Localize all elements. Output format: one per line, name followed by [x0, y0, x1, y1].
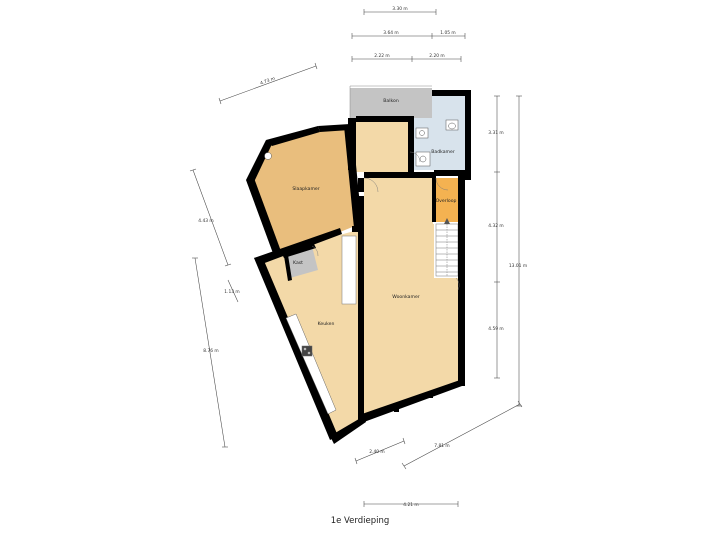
dim-left-upper: 4.43 m: [189, 168, 232, 267]
kitchen-cabinet: [341, 235, 357, 305]
bedroom-sink-icon: [264, 152, 272, 160]
dim-top-total-text: 3.30 m: [392, 6, 407, 12]
dim-left-small-text: 1.13 m: [224, 289, 239, 295]
kitchen-counter: [285, 313, 337, 415]
bathroom-fixture: [415, 151, 431, 167]
dim-bottom-diag-text: 7.81 m: [434, 443, 449, 449]
label-badkamer: Badkamer: [431, 149, 455, 155]
dim-top-low-a-text: 2.22 m: [374, 53, 389, 59]
dim-right-upper-text: 3.31 m: [488, 130, 503, 136]
dim-left-upper-text: 4.43 m: [198, 218, 213, 224]
dim-top-low: 2.22 m 2.20 m: [351, 53, 462, 62]
dim-diag-top: 4.73 m: [218, 62, 318, 105]
woonkamer-floor: [364, 178, 458, 418]
dim-right-lower-text: 4.59 m: [488, 326, 503, 332]
dim-bottom-small-text: 2.40 m: [369, 449, 384, 455]
dim-bottom-small: 2.40 m: [354, 437, 406, 465]
dim-bottom-diag: 7.81 m: [401, 400, 523, 470]
toilet-icon: [445, 119, 459, 131]
label-kast: Kast: [293, 260, 303, 266]
stair-arrow-icon: [444, 218, 450, 224]
dim-top-total: 3.30 m: [363, 6, 437, 15]
balkon-railing: [349, 85, 432, 118]
label-overloop: Overloop: [436, 198, 457, 204]
dim-right-chain: 3.31 m 4.32 m 4.59 m: [488, 95, 504, 379]
dim-left-lower-text: 8.76 m: [203, 348, 218, 354]
sink-icon: [415, 127, 429, 139]
keuken-floor: [262, 230, 362, 438]
dim-top-mid-b-text: 1.05 m: [440, 30, 455, 36]
label-woonkamer: Woonkamer: [392, 294, 420, 300]
dim-right-mid-text: 4.32 m: [488, 223, 503, 229]
hall-floor: [356, 122, 410, 172]
dim-top-mid-a-text: 3.64 m: [383, 30, 398, 36]
dim-left-small: 1.13 m: [224, 279, 240, 303]
staircase: [435, 223, 459, 277]
dim-diag-top-text: 4.73 m: [259, 76, 276, 87]
overloop-floor: [434, 178, 458, 222]
dim-bottom: 4.21 m: [363, 501, 459, 508]
label-slaapkamer: Slaapkamer: [292, 186, 319, 192]
dim-bottom-text: 4.21 m: [403, 502, 418, 508]
slaapkamer-floor: [253, 128, 360, 254]
walls: [246, 90, 471, 444]
dim-top-low-b-text: 2.20 m: [429, 53, 444, 59]
dim-top-mid: 3.64 m 1.05 m: [351, 30, 466, 39]
label-balkon: Balkon: [383, 98, 399, 104]
dim-right-total: 13.01 m: [509, 95, 527, 407]
floor-title: 1e Verdieping: [330, 516, 390, 526]
dim-left-lower: 8.76 m: [192, 257, 228, 448]
label-keuken: Keuken: [318, 321, 335, 327]
dim-right-total-text: 13.01 m: [509, 263, 527, 269]
balkon-floor: [350, 88, 432, 118]
